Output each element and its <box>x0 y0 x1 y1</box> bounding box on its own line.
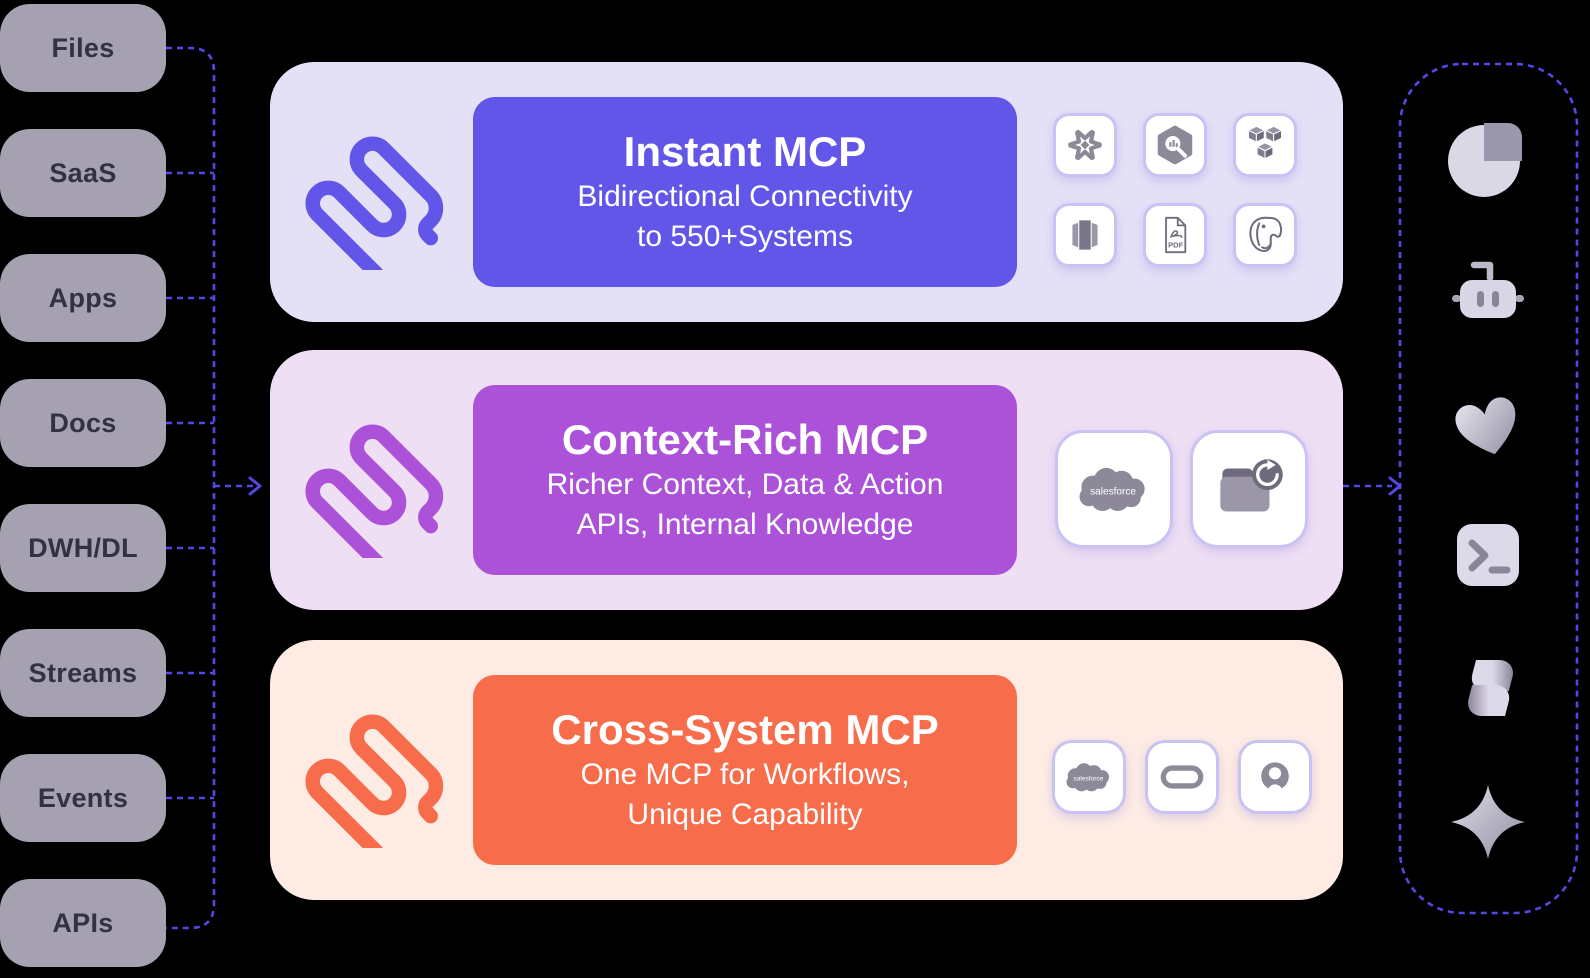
cross-system-mcp-button: Cross-System MCP One MCP for Workflows, … <box>473 675 1017 865</box>
tile-salesforce: salesforce <box>1052 740 1126 814</box>
source-box-saas: SaaS <box>0 129 166 217</box>
panel-title: Context-Rich MCP <box>561 416 929 463</box>
pie-chart-icon <box>1446 115 1530 199</box>
panel-subtitle-line1: Bidirectional Connectivity <box>577 180 913 213</box>
source-label: APIs <box>52 907 114 938</box>
source-trunk-line <box>166 46 216 930</box>
tile-bigquery <box>1143 113 1207 177</box>
copilot-icon <box>1446 646 1530 730</box>
panel-subtitle-line2: to 550+Systems <box>637 220 853 253</box>
tile-aws <box>1233 113 1297 177</box>
bigquery-icon <box>1157 125 1193 165</box>
aws-cubes-icon <box>1247 125 1283 160</box>
mcp-logo-icon <box>305 424 444 558</box>
source-box-dwh-dl: DWH/DL <box>0 504 166 592</box>
source-label: Events <box>37 782 129 813</box>
panel-subtitle-line1: Richer Context, Data & Action <box>546 468 944 501</box>
redshift-icon <box>1071 219 1099 251</box>
salesforce-label: salesforce <box>1090 486 1136 497</box>
tile-salesforce: salesforce <box>1055 430 1173 548</box>
source-box-files: Files <box>0 4 166 92</box>
tile-support-agent <box>1238 740 1312 814</box>
support-agent-icon <box>1261 762 1289 799</box>
panel-context-rich-mcp: Context-Rich MCP Richer Context, Data & … <box>270 350 1343 610</box>
mcp-logo-icon <box>305 136 444 270</box>
snowflake-icon <box>1068 129 1102 161</box>
salesforce-icon: salesforce <box>1079 467 1145 512</box>
source-box-apps: Apps <box>0 254 166 342</box>
oracle-icon <box>1160 765 1204 789</box>
tile-pdf: PDF <box>1143 203 1207 267</box>
heart-icon <box>1446 385 1530 469</box>
source-label: Docs <box>49 407 117 438</box>
terminal-icon <box>1446 513 1530 597</box>
source-box-docs: Docs <box>0 379 166 467</box>
panel-subtitle-line2: Unique Capability <box>627 798 863 831</box>
tile-oracle <box>1145 740 1219 814</box>
panel-cross-system-mcp: Cross-System MCP One MCP for Workflows, … <box>270 640 1343 900</box>
source-label: SaaS <box>49 157 117 188</box>
source-label: Streams <box>28 657 138 688</box>
source-box-events: Events <box>0 754 166 842</box>
salesforce-label: salesforce <box>1073 775 1103 782</box>
panel-instant-mcp: Instant MCP Bidirectional Connectivity t… <box>270 62 1343 322</box>
panel-title: Instant MCP <box>623 128 867 175</box>
arrowhead-right-icon <box>1388 476 1402 496</box>
tile-snowflake <box>1053 113 1117 177</box>
robot-icon <box>1446 248 1530 332</box>
context-rich-mcp-button: Context-Rich MCP Richer Context, Data & … <box>473 385 1017 575</box>
arrowhead-left-icon <box>248 476 262 496</box>
tile-folder-sync <box>1190 430 1308 548</box>
panel-subtitle-line1: One MCP for Workflows, <box>580 758 910 791</box>
source-box-streams: Streams <box>0 629 166 717</box>
mcp-logo-icon <box>305 714 444 848</box>
sparkle-icon <box>1446 780 1530 864</box>
folder-sync-icon <box>1220 459 1283 512</box>
panel-title: Cross-System MCP <box>551 706 939 753</box>
panel-subtitle-line2: APIs, Internal Knowledge <box>576 508 914 541</box>
source-label: Files <box>51 32 115 63</box>
postgresql-icon <box>1249 216 1283 253</box>
source-label: Apps <box>48 282 118 313</box>
source-box-apis: APIs <box>0 879 166 967</box>
consumers-dashed-frame <box>1398 62 1579 915</box>
pdf-icon: PDF <box>1165 216 1187 254</box>
pdf-label: PDF <box>1168 240 1183 249</box>
tile-postgresql <box>1233 203 1297 267</box>
salesforce-icon: salesforce <box>1066 763 1109 792</box>
source-label: DWH/DL <box>28 532 138 563</box>
tile-redshift <box>1053 203 1117 267</box>
instant-mcp-button: Instant MCP Bidirectional Connectivity t… <box>473 97 1017 287</box>
